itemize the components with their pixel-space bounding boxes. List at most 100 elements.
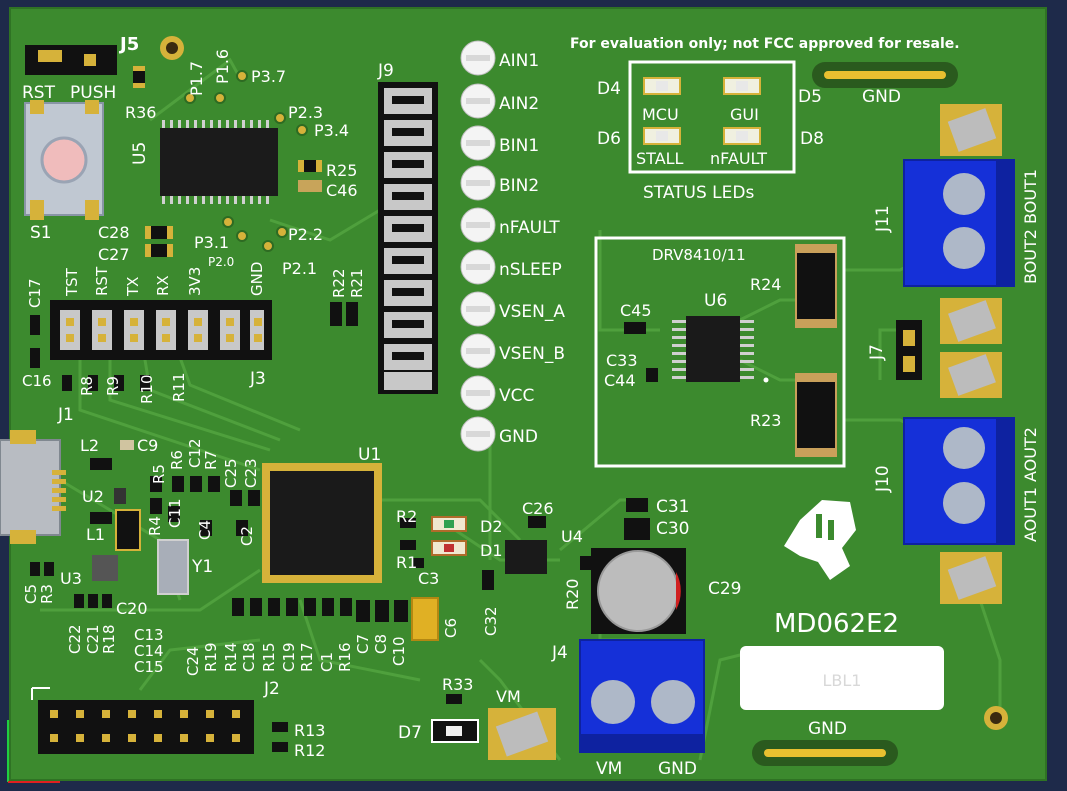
test-point[interactable]: nFAULT xyxy=(460,207,560,243)
label-c6: C6 xyxy=(442,618,460,638)
label-c30: C30 xyxy=(656,519,690,539)
label-c3: C3 xyxy=(418,569,439,588)
test-point-label: VSEN_A xyxy=(499,302,565,322)
label-c22: C22 xyxy=(66,624,84,654)
status-leds-title: STATUS LEDs xyxy=(643,183,754,203)
test-point[interactable]: nSLEEP xyxy=(460,249,562,285)
label-r19: R19 xyxy=(202,642,220,672)
test-point-label: VCC xyxy=(499,386,534,406)
test-point[interactable]: VSEN_B xyxy=(460,333,565,369)
label-y1: Y1 xyxy=(191,557,213,577)
u5-ic xyxy=(160,120,278,204)
label-vm-terminal: VM xyxy=(596,759,622,779)
test-point-label: BIN1 xyxy=(499,136,539,156)
label-p22: P2.2 xyxy=(288,225,323,244)
label-c16: C16 xyxy=(22,372,52,390)
label-j5: J5 xyxy=(118,34,139,55)
test-point[interactable]: GND xyxy=(460,416,538,452)
label-rst-header: RST xyxy=(93,266,111,296)
gnd-loop-bottom xyxy=(752,740,898,766)
label-p37: P3.7 xyxy=(251,67,286,86)
label-push: PUSH xyxy=(70,83,116,103)
vm-pad xyxy=(488,708,556,760)
label-c44: C44 xyxy=(604,371,636,390)
label-c23: C23 xyxy=(242,458,260,488)
label-c25: C25 xyxy=(222,458,240,488)
test-point[interactable]: BIN1 xyxy=(460,125,539,161)
j1-usb-connector xyxy=(0,430,66,544)
label-c14: C14 xyxy=(134,642,164,660)
label-j10: J10 xyxy=(873,465,893,493)
test-point[interactable]: AIN2 xyxy=(460,83,539,119)
label-r1: R1 xyxy=(396,553,417,572)
j5-header xyxy=(25,45,117,75)
j2-header xyxy=(38,700,288,754)
output-pads xyxy=(940,104,1002,604)
label-c21: C21 xyxy=(84,624,102,654)
label-c46: C46 xyxy=(326,181,358,200)
axis-indicator xyxy=(7,687,60,783)
label-r7: R7 xyxy=(202,450,220,470)
label-p16: P1.6 xyxy=(213,49,232,84)
label-vm-pad: VM xyxy=(496,687,521,706)
test-point-label: BIN2 xyxy=(499,176,539,196)
label-u2: U2 xyxy=(82,487,104,506)
label-r11: R11 xyxy=(170,372,188,402)
label-gnd-header: GND xyxy=(248,262,266,296)
label-c20: C20 xyxy=(116,599,148,618)
label-j2: J2 xyxy=(263,679,280,699)
label-field: LBL1 xyxy=(740,646,944,710)
test-point[interactable]: AIN1 xyxy=(460,40,539,76)
test-point-label: nSLEEP xyxy=(499,260,562,280)
label-d4: D4 xyxy=(597,79,621,99)
label-rx: RX xyxy=(154,275,172,296)
label-d6: D6 xyxy=(597,129,621,149)
disclaimer-text: For evaluation only; not FCC approved fo… xyxy=(570,36,960,52)
label-gnd-bottom: GND xyxy=(808,719,847,739)
label-c28: C28 xyxy=(98,223,130,242)
label-c2: C2 xyxy=(238,526,256,546)
label-c9: C9 xyxy=(137,436,158,455)
label-r2: R2 xyxy=(396,507,417,526)
label-c13: C13 xyxy=(134,626,164,644)
label-j11: J11 xyxy=(873,205,893,233)
label-aout: AOUT1 AOUT2 xyxy=(1021,427,1040,542)
j9-header xyxy=(378,82,438,394)
label-c7: C7 xyxy=(354,634,372,654)
j3-header xyxy=(50,300,272,360)
test-point[interactable]: BIN2 xyxy=(460,165,539,201)
label-stall-led: STALL xyxy=(636,149,684,168)
j10-terminal-block xyxy=(903,417,1015,545)
test-point[interactable]: VSEN_A xyxy=(460,291,565,327)
label-c12: C12 xyxy=(186,438,204,468)
label-d5: D5 xyxy=(798,87,822,107)
label-c33: C33 xyxy=(606,351,638,370)
label-u5: U5 xyxy=(130,142,150,165)
label-p31: P3.1 xyxy=(194,233,229,252)
label-r24: R24 xyxy=(750,275,781,294)
test-point-label: GND xyxy=(499,427,538,447)
label-field-text: LBL1 xyxy=(823,671,862,690)
label-d8: D8 xyxy=(800,129,824,149)
c6-capacitor xyxy=(411,597,439,641)
label-l2: L2 xyxy=(80,436,99,455)
label-p20: P2.0 xyxy=(208,255,234,269)
label-r23: R23 xyxy=(750,411,781,430)
label-c26: C26 xyxy=(522,499,554,518)
label-r13: R13 xyxy=(294,721,325,740)
label-tx: TX xyxy=(124,277,142,297)
label-c18: C18 xyxy=(240,642,258,672)
label-j9: J9 xyxy=(377,61,394,81)
label-u4: U4 xyxy=(561,527,583,546)
label-p21: P2.1 xyxy=(282,259,317,278)
gnd-loop-top xyxy=(812,62,958,88)
label-c1: C1 xyxy=(318,652,336,672)
test-point-list: AIN1 AIN2 BIN1 BIN2 nFAULT nSLEEP VSEN_A… xyxy=(460,40,565,452)
label-r6: R6 xyxy=(168,450,186,470)
d1-d2-leds xyxy=(400,516,467,568)
test-point-label: AIN2 xyxy=(499,94,539,114)
test-point[interactable]: VCC xyxy=(460,375,534,411)
label-nfault-led: nFAULT xyxy=(710,149,767,168)
u1-mcu xyxy=(262,463,382,583)
